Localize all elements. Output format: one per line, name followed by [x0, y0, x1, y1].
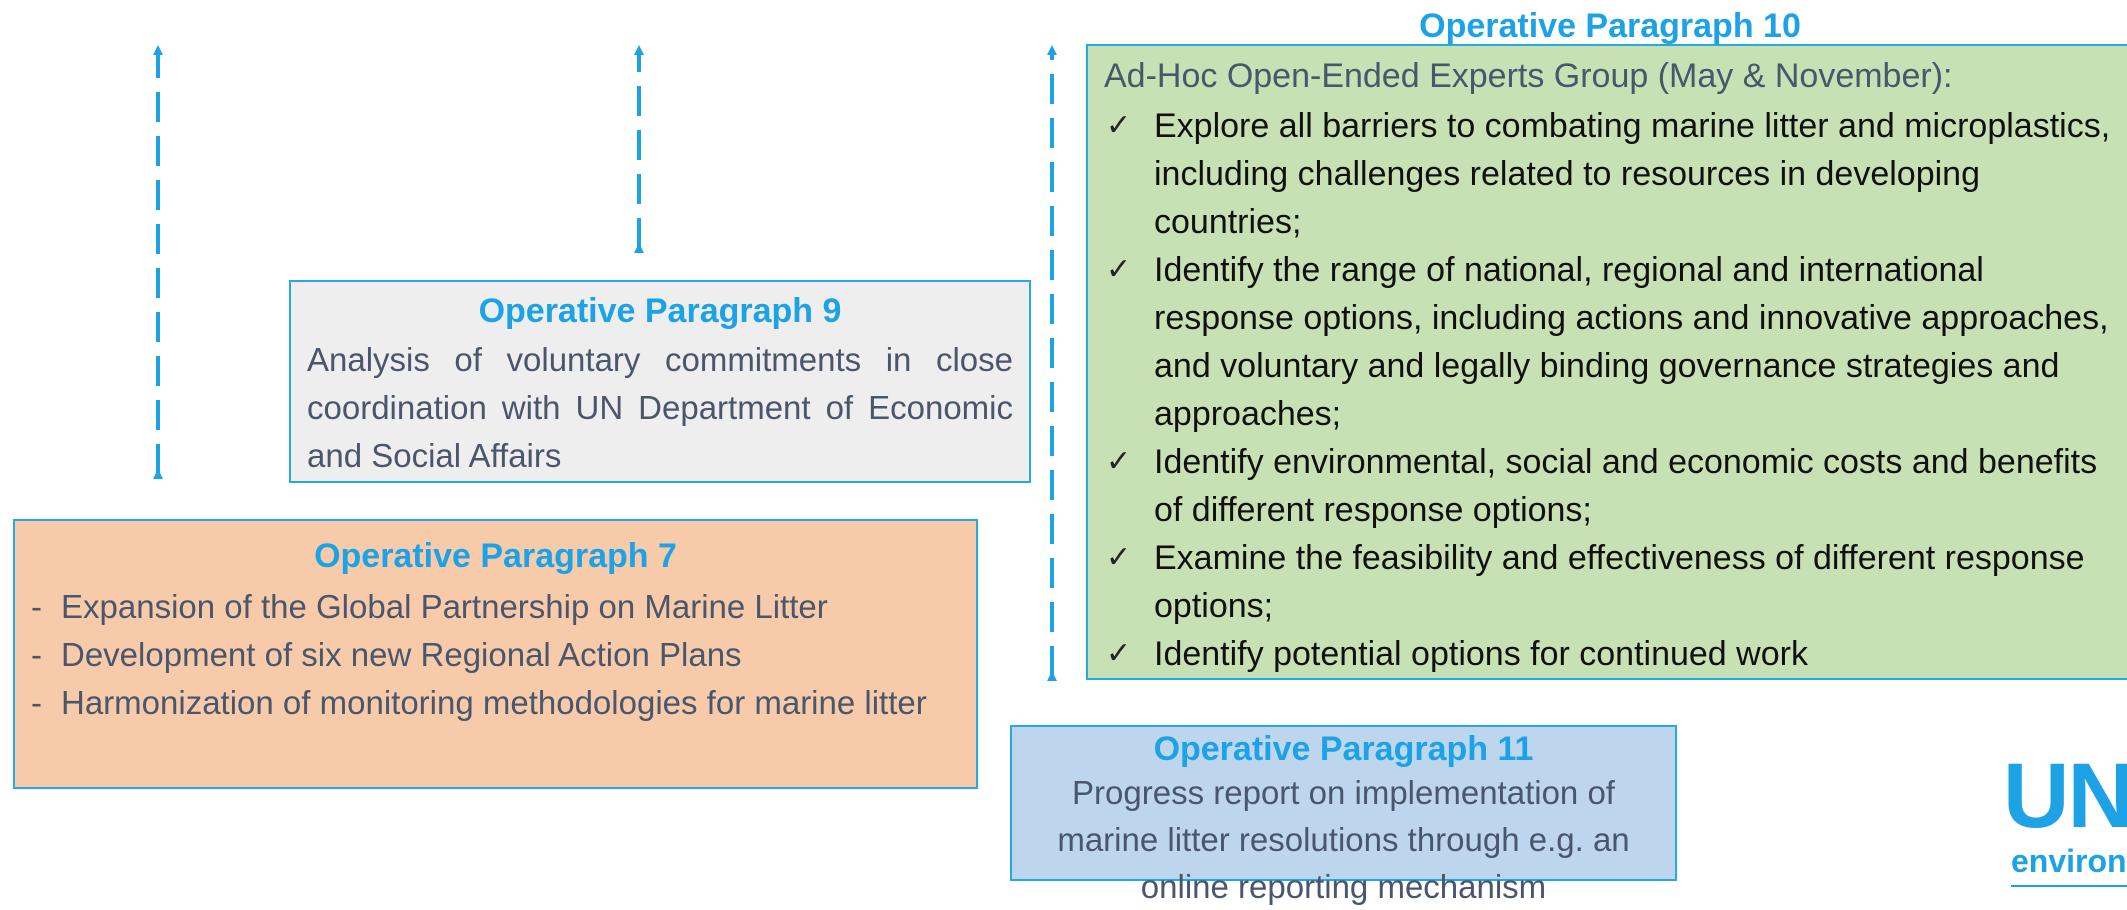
op7-item-text: Development of six new Regional Action P…	[61, 636, 742, 673]
un-environment-logo-text: environment	[2011, 843, 2127, 879]
dash-bullet-icon: -	[31, 588, 42, 625]
op7-list-item: - Harmonization of monitoring methodolog…	[29, 679, 962, 727]
op7-list: - Expansion of the Global Partnership on…	[29, 583, 962, 727]
op10-item-text: Explore all barriers to combating marine…	[1154, 107, 2111, 241]
op7-box: Operative Paragraph 7 - Expansion of the…	[13, 519, 978, 789]
op10-checklist: ✓ Explore all barriers to combating mari…	[1104, 102, 2127, 678]
op7-item-text: Harmonization of monitoring methodologie…	[61, 684, 927, 721]
checkmark-icon: ✓	[1106, 108, 1132, 143]
op9-title: Operative Paragraph 9	[478, 292, 842, 330]
op11-box: Operative Paragraph 11 Progress report o…	[1010, 725, 1677, 905]
checkmark-icon: ✓	[1106, 540, 1132, 575]
op10-item-text: Examine the feasibility and effectivenes…	[1154, 539, 2085, 625]
op10-list-item: ✓ Identify the range of national, region…	[1104, 246, 2127, 438]
logo-underline	[2011, 885, 2127, 887]
op10-item-text: Identify environmental, social and econo…	[1154, 443, 2098, 529]
op7-list-item: - Development of six new Regional Action…	[29, 631, 962, 679]
op9-box: Operative Paragraph 9 Analysis of volunt…	[289, 280, 1031, 483]
op10-list-item: ✓ Identify potential options for continu…	[1104, 630, 2127, 678]
op7-title: Operative Paragraph 7	[314, 537, 677, 575]
checkmark-icon: ✓	[1106, 444, 1132, 479]
dash-bullet-icon: -	[31, 636, 42, 673]
op10-intro: Ad-Hoc Open-Ended Experts Group (May & N…	[1104, 57, 1953, 95]
op10-item-text: Identify potential options for continued…	[1154, 635, 1808, 673]
dash-bullet-icon: -	[31, 684, 42, 721]
op7-item-text: Expansion of the Global Partnership on M…	[61, 588, 828, 625]
op9-body: Analysis of voluntary commitments in clo…	[307, 341, 1013, 474]
op10-title: Operative Paragraph 10	[1419, 7, 1801, 45]
op11-body: Progress report on implementation of mar…	[1057, 774, 1630, 905]
op11-title: Operative Paragraph 11	[1153, 730, 1534, 768]
op10-item-text: Identify the range of national, regional…	[1154, 251, 2109, 433]
op7-list-item: - Expansion of the Global Partnership on…	[29, 583, 962, 631]
op10-list-item: ✓ Examine the feasibility and effectiven…	[1104, 534, 2127, 630]
op10-list-item: ✓ Identify environmental, social and eco…	[1104, 438, 2127, 534]
checkmark-icon: ✓	[1106, 252, 1132, 287]
checkmark-icon: ✓	[1106, 636, 1132, 671]
op10-list-item: ✓ Explore all barriers to combating mari…	[1104, 102, 2127, 246]
op10-box: Ad-Hoc Open-Ended Experts Group (May & N…	[1086, 44, 2127, 680]
un-environment-logo-mark: UN	[2003, 745, 2127, 847]
